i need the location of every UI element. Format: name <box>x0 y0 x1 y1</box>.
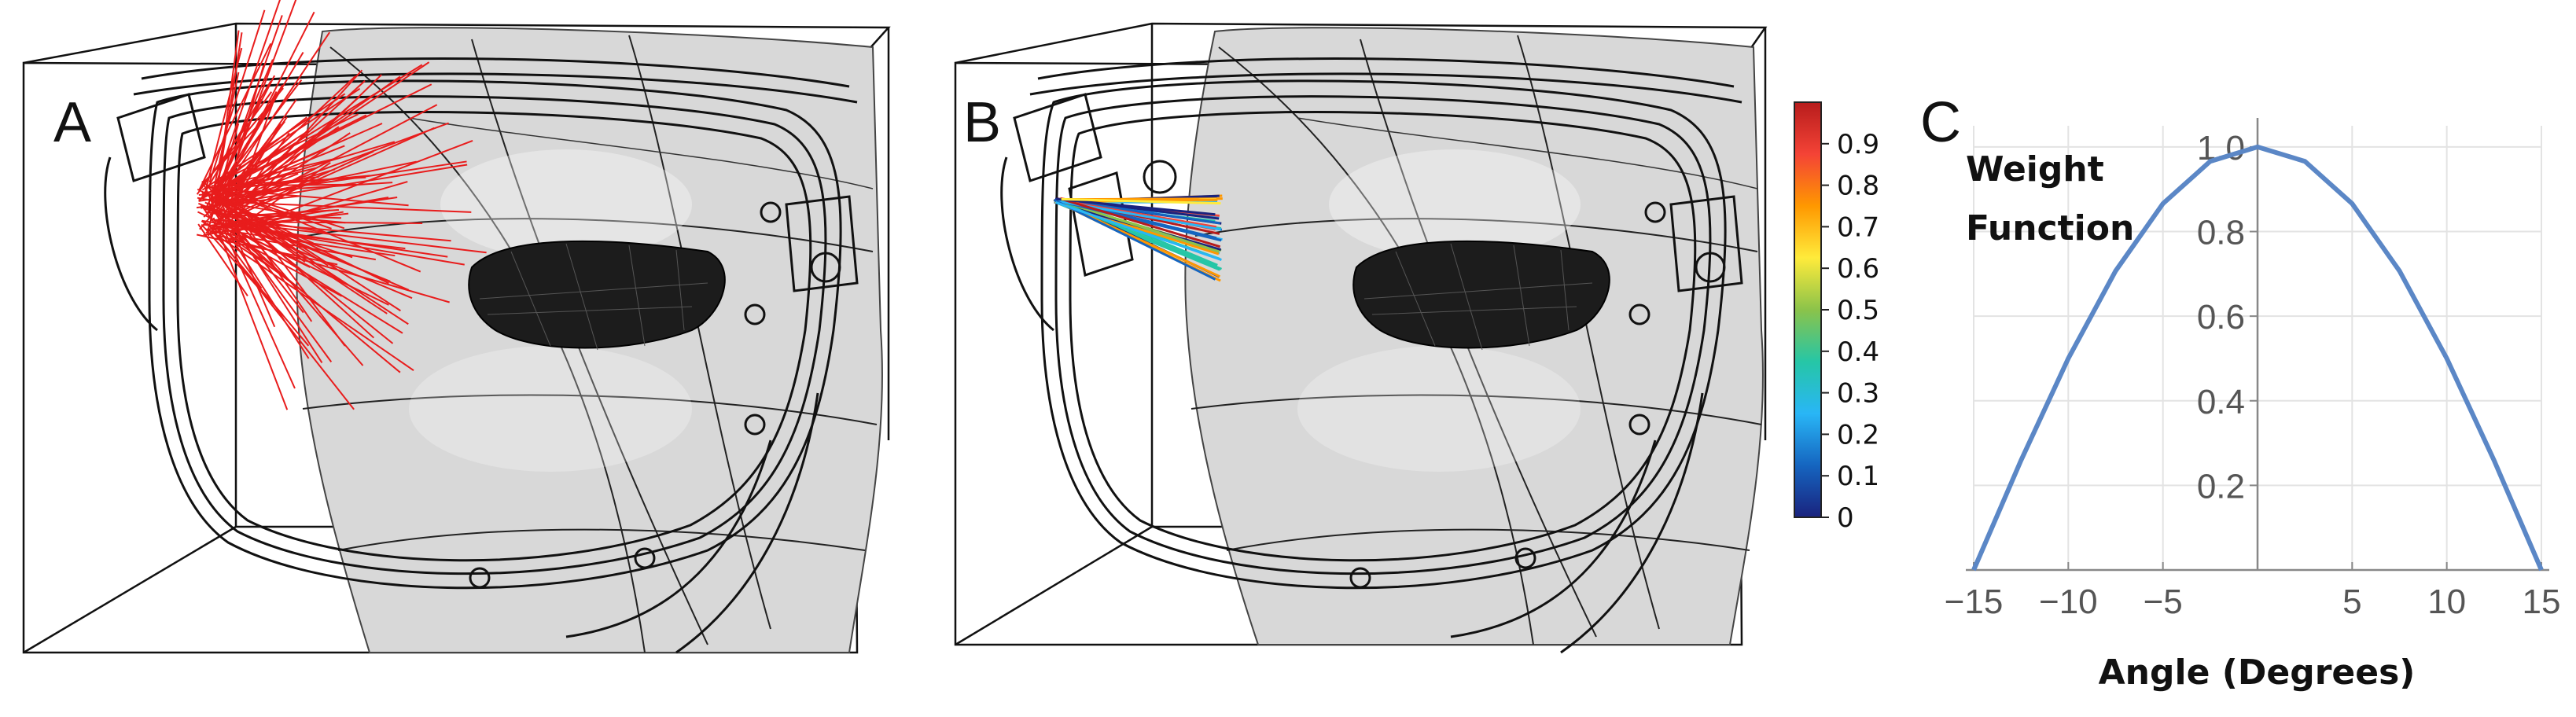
ray-line <box>201 93 346 191</box>
colorbar-tick-label: 0.2 <box>1837 419 1879 450</box>
ray-line <box>209 186 332 230</box>
panel-b-eye-mesh <box>1352 240 1610 351</box>
ray-line <box>234 114 367 182</box>
ray-line <box>212 217 289 410</box>
panel-c-chart: C −15 −10 −5 5 10 15 0.2 0.4 0.6 0.8 1.0 Weight F… <box>1920 91 2560 693</box>
panel-b-goggle-model: B <box>954 22 1768 654</box>
ray-line <box>229 221 413 300</box>
ray-line <box>214 233 310 347</box>
ray-line <box>228 234 343 297</box>
x-tick-label: 10 <box>2427 583 2466 621</box>
ray-line <box>218 196 375 339</box>
ray-line <box>223 196 342 283</box>
ray-line <box>217 234 450 303</box>
ray-line <box>230 139 473 234</box>
ray-line <box>227 116 288 204</box>
ray-line <box>219 126 279 203</box>
ray-line <box>208 201 310 359</box>
panel-a-ray-bundle <box>196 0 487 410</box>
ray-line <box>1053 198 1216 281</box>
x-tick-label: −10 <box>2039 583 2098 621</box>
ray-line <box>231 127 435 219</box>
x-axis-label: Angle (Degrees) <box>2099 653 2416 693</box>
ray-line <box>198 83 432 201</box>
ray-line <box>1060 197 1221 248</box>
ray-line <box>233 197 346 347</box>
colorbar-tick-labels: 0.9 0.8 0.7 0.6 0.5 0.4 0.3 0.2 0.1 0 <box>1821 129 1879 534</box>
panel-b-goggle-frame <box>1000 57 1743 654</box>
colorbar-tick-label: 0 <box>1837 502 1854 534</box>
ray-line <box>220 61 430 202</box>
y-tick-label: 1.0 <box>2197 129 2245 167</box>
panel-b-ray-bundle <box>1053 194 1223 282</box>
ray-line <box>220 188 313 322</box>
panel-a-label: A <box>53 91 91 154</box>
ray-line <box>201 181 401 312</box>
colorbar: 0.9 0.8 0.7 0.6 0.5 0.4 0.3 0.2 0.1 0 <box>1794 101 1879 534</box>
ray-line <box>1054 201 1222 261</box>
x-tick-label: −15 <box>1945 583 2004 621</box>
ray-line <box>211 230 414 371</box>
y-tick-label: 0.4 <box>2197 383 2245 421</box>
ray-line <box>210 219 451 242</box>
colorbar-tick-label: 0.3 <box>1837 378 1879 410</box>
ray-line <box>205 75 276 208</box>
ray-line <box>1054 197 1216 216</box>
colorbar-tick-label: 0.9 <box>1837 129 1879 160</box>
y-tick-label: 0.8 <box>2197 214 2245 252</box>
y-axis-label-line-1: Weight <box>1966 149 2104 189</box>
panel-c-label: C <box>1920 91 1961 154</box>
ray-line <box>1060 198 1220 225</box>
ray-line <box>1060 200 1220 253</box>
ray-line <box>223 79 303 182</box>
panel-a-goggle-model: A <box>22 0 891 654</box>
colorbar-tick-label: 0.7 <box>1837 211 1879 243</box>
colorbar-tick-label: 0.5 <box>1837 295 1879 326</box>
ray-line <box>213 32 243 211</box>
chart-axes <box>1966 118 2549 572</box>
ray-line <box>196 233 338 266</box>
ray-line <box>232 227 403 334</box>
colorbar-tick-label: 0.8 <box>1837 171 1879 202</box>
ray-line <box>208 9 266 183</box>
chart-y-tick-labels: 0.2 0.4 0.6 0.8 1.0 <box>2197 129 2258 506</box>
ray-line <box>234 161 331 231</box>
ray-line <box>210 130 310 196</box>
ray-line <box>211 64 423 196</box>
chart-x-tick-labels: −15 −10 −5 5 10 15 <box>1945 562 2561 621</box>
ray-line <box>208 59 274 210</box>
y-tick-label: 0.2 <box>2197 467 2245 506</box>
ray-line <box>200 80 272 200</box>
ray-line <box>216 222 448 258</box>
ray-line <box>197 211 389 306</box>
panel-b-label: B <box>963 91 1001 154</box>
panel-a-eye-mesh <box>468 240 726 351</box>
ray-line <box>207 178 250 237</box>
ray-line <box>213 184 276 328</box>
ray-line <box>197 223 248 297</box>
x-tick-label: −5 <box>2144 583 2183 621</box>
ray-line <box>1061 197 1221 205</box>
ray-line <box>232 214 394 344</box>
ray-line <box>229 181 408 234</box>
y-tick-label: 0.6 <box>2197 298 2245 336</box>
x-tick-label: 15 <box>2523 583 2561 621</box>
colorbar-tick-label: 0.4 <box>1837 336 1879 368</box>
ray-line <box>208 230 377 261</box>
weight-function-line <box>1971 144 2544 572</box>
ray-line <box>234 224 304 314</box>
ray-line <box>209 0 281 200</box>
x-tick-label: 5 <box>2342 583 2361 621</box>
y-axis-label-line-2: Function <box>1966 208 2134 248</box>
ray-line <box>219 188 421 273</box>
colorbar-tick-label: 0.1 <box>1837 461 1879 492</box>
ray-line <box>198 42 272 190</box>
panel-a-goggle-frame <box>104 57 859 654</box>
ray-line <box>215 168 336 206</box>
colorbar-tick-label: 0.6 <box>1837 253 1879 285</box>
colorbar-gradient <box>1794 101 1822 518</box>
